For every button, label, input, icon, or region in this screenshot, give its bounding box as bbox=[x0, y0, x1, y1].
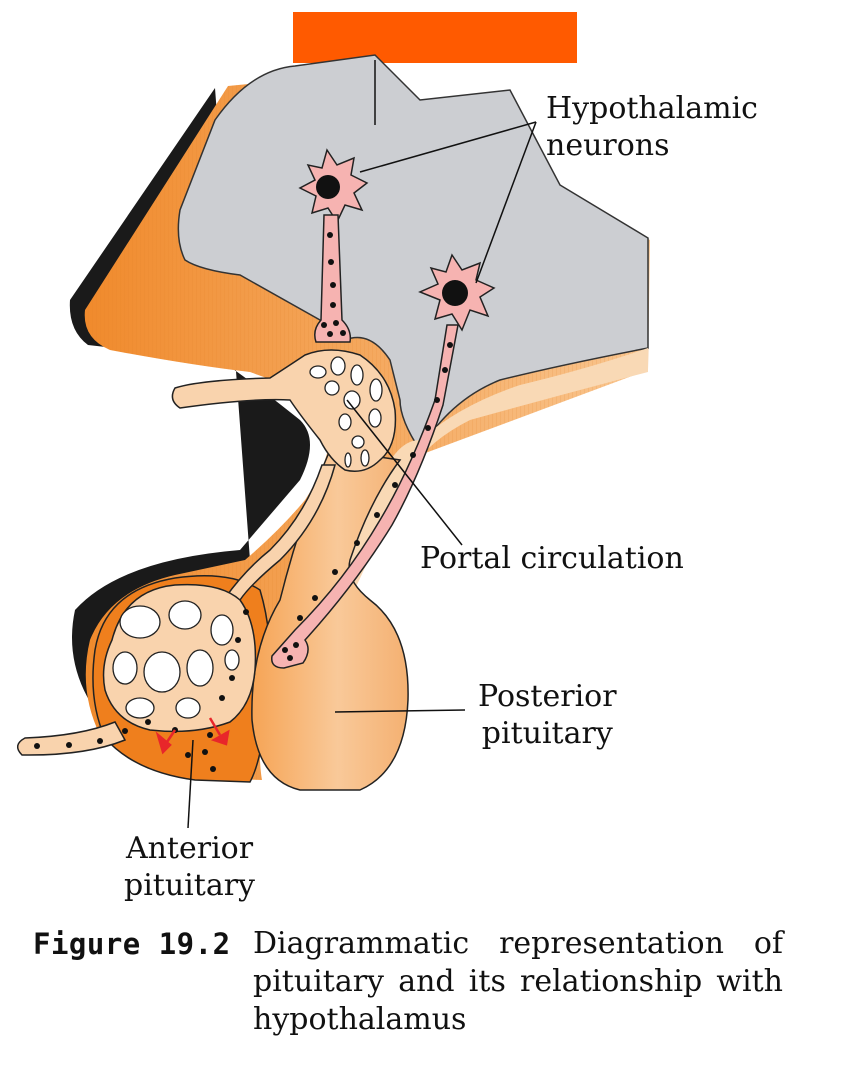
efferent-vessel-dots bbox=[34, 609, 249, 772]
hypothalamus-grey bbox=[177, 54, 649, 452]
label-anterior-line2: pituitary bbox=[124, 868, 256, 903]
label-hypothalamic-line1: Hypothalamic bbox=[546, 91, 758, 126]
hypothalamic-neuron-2 bbox=[271, 253, 496, 669]
label-hypothalamic-neurons: Hypothalamic neurons bbox=[546, 90, 758, 164]
posterior-pituitary-body bbox=[251, 449, 409, 791]
lower-sinusoid-holes bbox=[112, 600, 240, 719]
stalk-light-band bbox=[330, 348, 648, 600]
leader-lines bbox=[187, 60, 537, 829]
label-portal-circulation: Portal circulation bbox=[420, 541, 684, 576]
efferent-vessel bbox=[16, 721, 127, 756]
figure-number: Figure 19.2 bbox=[33, 927, 231, 961]
label-posterior-line2: pituitary bbox=[481, 716, 613, 751]
label-anterior-line1: Anterior bbox=[125, 831, 254, 866]
label-hypothalamic-line2: neurons bbox=[546, 128, 670, 163]
redaction-box bbox=[293, 12, 577, 63]
hormone-release-arrows bbox=[155, 717, 230, 755]
label-posterior-pituitary: Posterior pituitary bbox=[478, 678, 617, 752]
upper-sinusoid-holes bbox=[309, 356, 383, 468]
hypothalamic-neuron-1 bbox=[298, 148, 369, 343]
label-posterior-line1: Posterior bbox=[478, 679, 617, 714]
label-anterior-pituitary: Anterior pituitary bbox=[124, 830, 255, 904]
figure-caption-text: Diagrammatic representation of pituitary… bbox=[253, 926, 783, 1037]
upper-capillary-bed bbox=[171, 349, 397, 472]
